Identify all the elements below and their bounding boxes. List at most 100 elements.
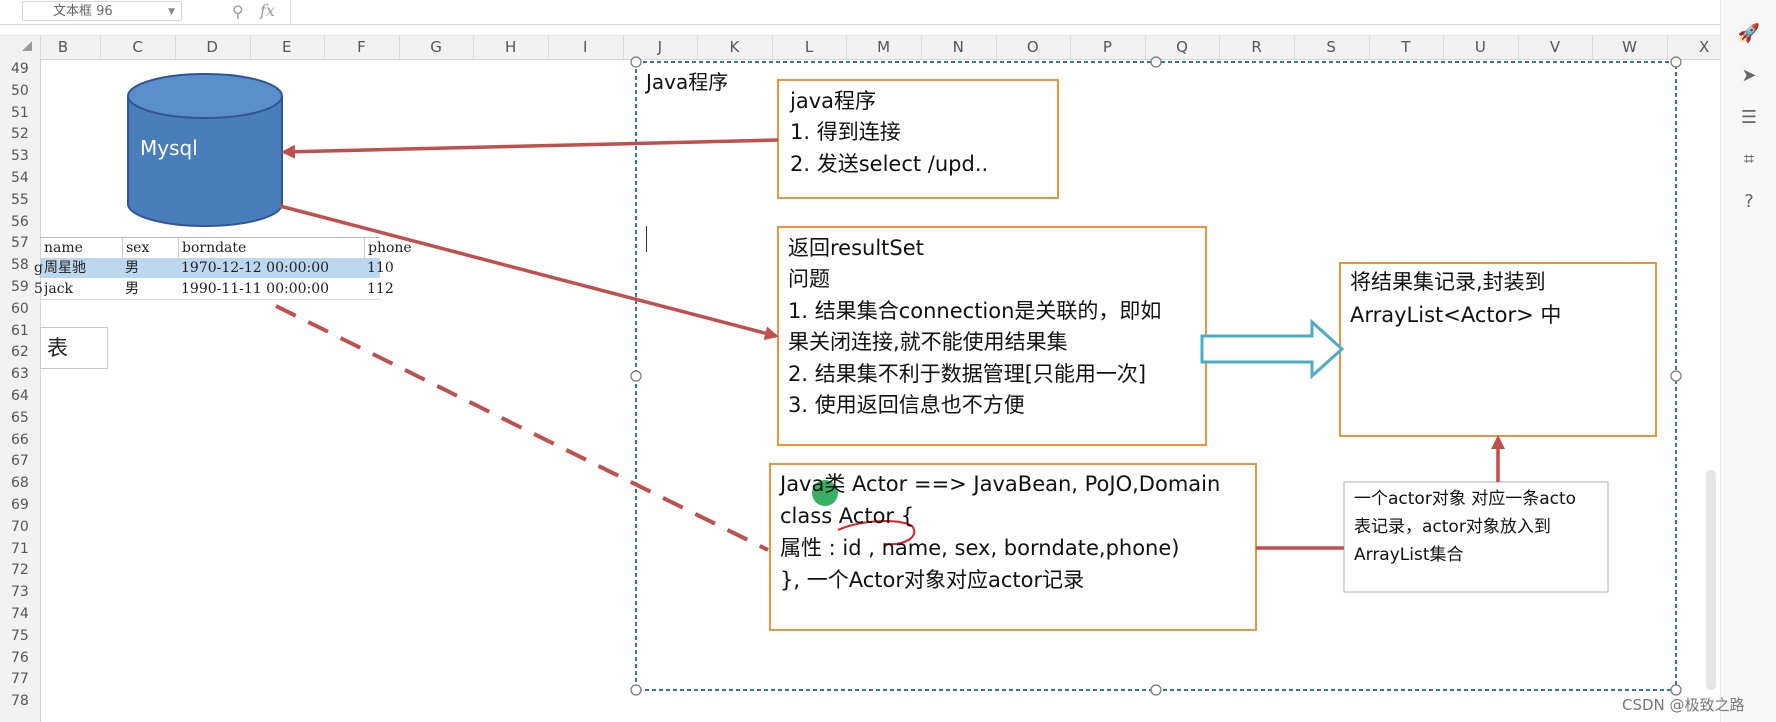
java-steps-box[interactable] xyxy=(777,79,1059,199)
column-header-cell[interactable]: F xyxy=(357,38,366,56)
column-separator xyxy=(249,36,251,59)
row-header-cell[interactable]: 54 xyxy=(11,170,29,186)
row-header-cell[interactable]: 51 xyxy=(11,104,29,121)
column-header-cell[interactable]: L xyxy=(804,38,814,56)
actor-note-box[interactable] xyxy=(1343,481,1609,593)
table-header-cell: phone xyxy=(364,238,424,258)
table-row[interactable]: g 周星驰 男 1970-12-12 00:00:00 110 xyxy=(34,258,394,278)
resultset-line: 2. 结果集不利于数据管理[只能用一次] xyxy=(788,362,1147,386)
row-header-cell[interactable]: 60 xyxy=(11,300,29,317)
row-header-cell[interactable]: 66 xyxy=(11,431,29,448)
row-header-cell[interactable]: 56 xyxy=(11,213,29,230)
actor-class-box[interactable] xyxy=(769,463,1257,631)
sliders-icon[interactable]: ☰ xyxy=(1740,107,1758,128)
row-header-cell[interactable]: 68 xyxy=(11,475,29,492)
row-header-cell[interactable]: 72 xyxy=(11,562,29,579)
column-header-cell[interactable]: D xyxy=(206,38,218,56)
column-separator xyxy=(1293,36,1295,59)
column-separator xyxy=(771,36,773,59)
row-header-cell[interactable]: 76 xyxy=(11,649,29,666)
row-header-cell[interactable]: 77 xyxy=(11,671,29,688)
row-header-cell[interactable]: 71 xyxy=(11,540,29,557)
diagram-canvas xyxy=(127,56,1682,696)
mysql-cylinder[interactable] xyxy=(127,73,283,227)
column-header-cell[interactable]: V xyxy=(1549,38,1561,56)
column-header-cell[interactable]: S xyxy=(1326,38,1336,56)
block-arrow-right[interactable] xyxy=(1200,318,1345,380)
row-header-cell[interactable]: 75 xyxy=(11,627,29,644)
fx-icon[interactable]: fx xyxy=(260,1,275,20)
actor-line: Java类 Actor ==> JavaBean, PoJO,Domain xyxy=(780,472,1221,496)
row-header-cell[interactable]: 62 xyxy=(11,344,29,361)
name-box[interactable]: 文本框 96 ▼ xyxy=(22,1,182,21)
column-separator xyxy=(1144,36,1146,59)
table-cell-sex: 男 xyxy=(125,281,139,297)
java-box-line: 2. 发送select /upd.. xyxy=(790,152,989,176)
table-header-cell: name xyxy=(44,240,83,256)
row-header-cell[interactable]: 50 xyxy=(11,82,29,99)
column-header-cell[interactable]: R xyxy=(1251,38,1262,56)
row-header-cell[interactable]: 63 xyxy=(11,366,29,383)
column-header-cell[interactable]: Q xyxy=(1176,38,1188,56)
column-header-cell[interactable]: B xyxy=(57,38,69,56)
column-header-cell[interactable]: T xyxy=(1401,38,1411,56)
column-header-cell[interactable]: N xyxy=(952,38,964,56)
column-header-cell[interactable]: G xyxy=(430,38,442,56)
row-header-cell[interactable]: 49 xyxy=(11,61,29,77)
row-header-cell[interactable]: 64 xyxy=(11,388,29,404)
chevron-down-icon[interactable]: ▼ xyxy=(168,7,175,17)
arrow-to-mysql[interactable] xyxy=(281,138,779,159)
row-header-cell[interactable]: 65 xyxy=(11,409,29,426)
row-header-cell[interactable]: 74 xyxy=(11,606,29,622)
row-header-cell[interactable]: 52 xyxy=(11,126,29,143)
row-header-cell[interactable]: 78 xyxy=(11,693,29,710)
column-header-cell[interactable]: C xyxy=(132,38,143,56)
column-header-cell[interactable]: P xyxy=(1102,38,1112,56)
row-header-cell[interactable]: 69 xyxy=(11,497,29,513)
column-header-cell[interactable]: X xyxy=(1699,38,1710,56)
formula-input[interactable] xyxy=(290,0,1716,23)
table-cell-id: g xyxy=(34,260,43,276)
row-header-cell[interactable]: 58 xyxy=(11,257,29,274)
pointer-icon[interactable]: ➤ xyxy=(1741,65,1757,86)
arrow-to-resultset[interactable] xyxy=(279,204,779,340)
resultset-line: 问题 xyxy=(788,267,830,291)
column-header-cell[interactable]: M xyxy=(877,38,891,56)
crop-icon[interactable]: ⌗ xyxy=(1743,149,1755,170)
table-row[interactable]: 5 jack 男 1990-11-11 00:00:00 112 xyxy=(34,279,394,300)
text-cell-biao[interactable]: 表 xyxy=(40,327,108,369)
table-cell-name: jack xyxy=(44,281,74,297)
row-header-cell[interactable]: 70 xyxy=(11,518,29,535)
row-header-cell[interactable]: 73 xyxy=(11,584,29,601)
vertical-scrollbar[interactable] xyxy=(1706,470,1716,690)
column-header-cell[interactable]: H xyxy=(504,38,517,56)
column-header-cell[interactable]: W xyxy=(1622,38,1638,56)
resultset-problems-box[interactable] xyxy=(777,226,1207,446)
rocket-icon[interactable]: 🚀 xyxy=(1737,23,1761,44)
row-header-cell[interactable]: 53 xyxy=(11,148,29,165)
column-header-cell[interactable]: J xyxy=(657,38,663,56)
column-header-cell[interactable]: U xyxy=(1474,38,1486,56)
row-header-cell[interactable]: 67 xyxy=(11,453,29,470)
column-header-cell[interactable]: I xyxy=(582,38,588,56)
magnifier-icon[interactable]: ⚲ xyxy=(232,2,244,21)
help-icon[interactable]: ? xyxy=(1744,191,1754,212)
selection-handles[interactable] xyxy=(630,56,1682,696)
table-cell-borndate: 1990-11-11 00:00:00 xyxy=(181,281,330,297)
column-header: B C D E F G H I J K L M N O P Q R S T U V W X xyxy=(0,35,1743,60)
actor-line: class Actor { xyxy=(780,504,915,528)
table-cell-borndate: 1970-12-12 00:00:00 xyxy=(181,260,330,276)
actor-line: }, 一个Actor对象对应actor记录 xyxy=(780,568,1085,592)
column-header-cell[interactable]: E xyxy=(282,38,292,56)
column-header-cell[interactable]: O xyxy=(1026,38,1039,56)
select-all-corner[interactable] xyxy=(22,41,32,51)
column-separator xyxy=(100,36,102,59)
table-header-cell: borndate xyxy=(178,238,362,258)
row-header-cell[interactable]: 55 xyxy=(11,191,29,208)
column-header-cell[interactable]: K xyxy=(729,38,740,56)
row-header-cell[interactable]: 57 xyxy=(11,235,29,252)
row-header-cell[interactable]: 59 xyxy=(11,279,29,295)
actor-line: 属性 : id , name, sex, borndate,phone) xyxy=(780,536,1180,560)
row-header-cell[interactable]: 61 xyxy=(11,322,29,339)
column-separator xyxy=(398,36,400,59)
